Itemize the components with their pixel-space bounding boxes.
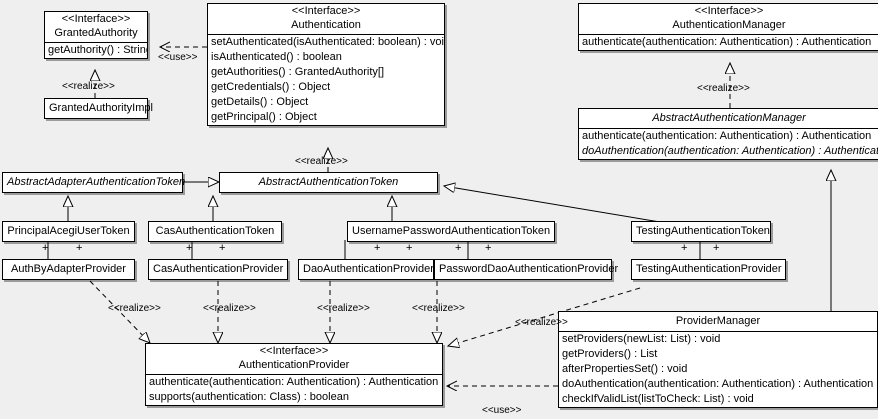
class-name: AbstractAdapterAuthenticationToken [7, 176, 186, 188]
class-name: ProviderManager [675, 315, 761, 327]
edge-label-realize-testing-provider: <<realize>> [515, 317, 568, 328]
class-name: GrantedAuthority [54, 27, 138, 39]
class-name: AuthenticationManager [672, 19, 786, 31]
class-authentication-manager[interactable]: <<Interface>> AuthenticationManager auth… [578, 3, 878, 51]
multiplicity-marker: + [485, 242, 492, 254]
multiplicity-marker: + [186, 242, 193, 254]
class-header: <<Interface>> AuthenticationProvider [146, 344, 442, 374]
class-cas-authentication-provider[interactable]: CasAuthenticationProvider [148, 259, 288, 280]
class-header: <<Interface>> Authentication [208, 4, 444, 34]
multiplicity-marker: + [455, 242, 462, 254]
operation: getAuthorities() : GrantedAuthority[] [211, 66, 385, 78]
multiplicity-marker: + [713, 242, 720, 254]
edge-label-realize-password-dao-provider: <<realize>> [412, 303, 465, 314]
operation: afterPropertiesSet() : void [562, 363, 688, 375]
operation: authenticate(authentication: Authenticat… [582, 130, 872, 142]
class-name: TestingAuthenticationToken [636, 225, 770, 237]
operation: supports(authentication: Class) : boolea… [149, 391, 349, 403]
operations-compartment: getAuthority() : String [45, 42, 147, 58]
operation: getPrincipal() : Object [211, 111, 317, 123]
class-testing-authentication-provider[interactable]: TestingAuthenticationProvider [631, 259, 786, 280]
class-provider-manager[interactable]: ProviderManager setProviders(newList: Li… [558, 311, 878, 408]
class-name: AuthByAdapterProvider [11, 263, 126, 275]
edge-label-realize-abstract-manager: <<realize>> [697, 83, 750, 94]
class-name: AuthenticationProvider [238, 359, 350, 371]
multiplicity-marker: + [681, 242, 688, 254]
class-name: TestingAuthenticationProvider [636, 263, 782, 275]
operations-compartment: setAuthenticated(isAuthenticated: boolea… [208, 34, 444, 125]
class-header: <<Interface>> AuthenticationManager [579, 4, 878, 34]
multiplicity-marker: + [76, 242, 83, 254]
class-cas-authentication-token[interactable]: CasAuthenticationToken [148, 221, 282, 242]
operation: checkIfValidList(listToCheck: List) : vo… [562, 393, 754, 405]
operations-compartment: authenticate(authentication: Authenticat… [579, 34, 878, 50]
edge-label-realize-auth-by-adapter: <<realize>> [108, 303, 161, 314]
operations-compartment: authenticate(authentication: Authenticat… [146, 374, 442, 405]
class-name: PasswordDaoAuthenticationProvider [439, 263, 619, 275]
edge-label-realize-granted-authority-impl: <<realize>> [62, 81, 115, 92]
operation: doAuthentication(authentication: Authent… [582, 145, 878, 157]
class-name: PrincipalAcegiUserToken [7, 225, 130, 237]
operation: doAuthentication(authentication: Authent… [562, 378, 874, 390]
class-auth-by-adapter-provider[interactable]: AuthByAdapterProvider [2, 259, 135, 280]
operation: authenticate(authentication: Authenticat… [582, 36, 872, 48]
class-name: AbstractAuthenticationToken [258, 176, 399, 188]
class-username-password-authentication-token[interactable]: UsernamePasswordAuthenticationToken [347, 221, 555, 242]
multiplicity-marker: + [219, 242, 226, 254]
class-name: CasAuthenticationProvider [153, 263, 284, 275]
class-testing-authentication-token[interactable]: TestingAuthenticationToken [631, 221, 771, 242]
class-dao-authentication-provider[interactable]: DaoAuthenticationProvider [298, 259, 434, 280]
class-name: AbstractAuthenticationManager [652, 112, 806, 124]
operation: setAuthenticated(isAuthenticated: boolea… [211, 36, 444, 48]
class-header: <<Interface>> GrantedAuthority [45, 12, 147, 42]
operations-compartment: setProviders(newList: List) : void getPr… [559, 331, 877, 407]
multiplicity-marker: + [406, 242, 413, 254]
class-name: Authentication [291, 19, 361, 31]
operation: getAuthority() : String [48, 44, 147, 56]
class-name: CasAuthenticationToken [155, 225, 275, 237]
multiplicity-marker: + [374, 242, 381, 254]
class-password-dao-authentication-provider[interactable]: PasswordDaoAuthenticationProvider [434, 259, 619, 280]
edge-label-use-provider-manager: <<use>> [482, 405, 522, 416]
edge-label-realize-cas-provider: <<realize>> [203, 303, 256, 314]
operation: getProviders() : List [562, 348, 658, 360]
edge-label-realize-authentication-token: <<realize>> [295, 156, 348, 167]
class-name: GrantedAuthorityImpl [49, 102, 153, 114]
multiplicity-marker: + [42, 242, 49, 254]
class-abstract-authentication-token[interactable]: AbstractAuthenticationToken [219, 172, 438, 193]
edge-label-realize-dao-provider: <<realize>> [317, 303, 370, 314]
class-name: UsernamePasswordAuthenticationToken [352, 225, 551, 237]
stereotype-label: <<Interface>> [291, 5, 361, 17]
class-authentication[interactable]: <<Interface>> Authentication setAuthenti… [207, 3, 445, 126]
class-abstract-adapter-authentication-token[interactable]: AbstractAdapterAuthenticationToken [2, 172, 186, 193]
class-principal-acegi-user-token[interactable]: PrincipalAcegiUserToken [2, 221, 135, 242]
stereotype-label: <<Interface>> [61, 13, 131, 25]
class-granted-authority-impl[interactable]: GrantedAuthorityImpl [44, 98, 153, 119]
operation: authenticate(authentication: Authenticat… [149, 376, 439, 388]
operation: getDetails() : Object [211, 96, 309, 108]
operation: setProviders(newList: List) : void [562, 333, 721, 345]
class-name: DaoAuthenticationProvider [303, 263, 434, 275]
operation: isAuthenticated() : boolean [211, 51, 342, 63]
stereotype-label: <<Interface>> [259, 345, 329, 357]
class-authentication-provider[interactable]: <<Interface>> AuthenticationProvider aut… [145, 343, 443, 406]
operations-compartment: authenticate(authentication: Authenticat… [579, 128, 878, 159]
stereotype-label: <<Interface>> [694, 5, 764, 17]
edge-label-use-granted-authority: <<use>> [158, 52, 198, 63]
operation: getCredentials() : Object [211, 81, 331, 93]
class-granted-authority[interactable]: <<Interface>> GrantedAuthority getAuthor… [44, 11, 148, 59]
class-abstract-authentication-manager[interactable]: AbstractAuthenticationManager authentica… [578, 108, 878, 160]
